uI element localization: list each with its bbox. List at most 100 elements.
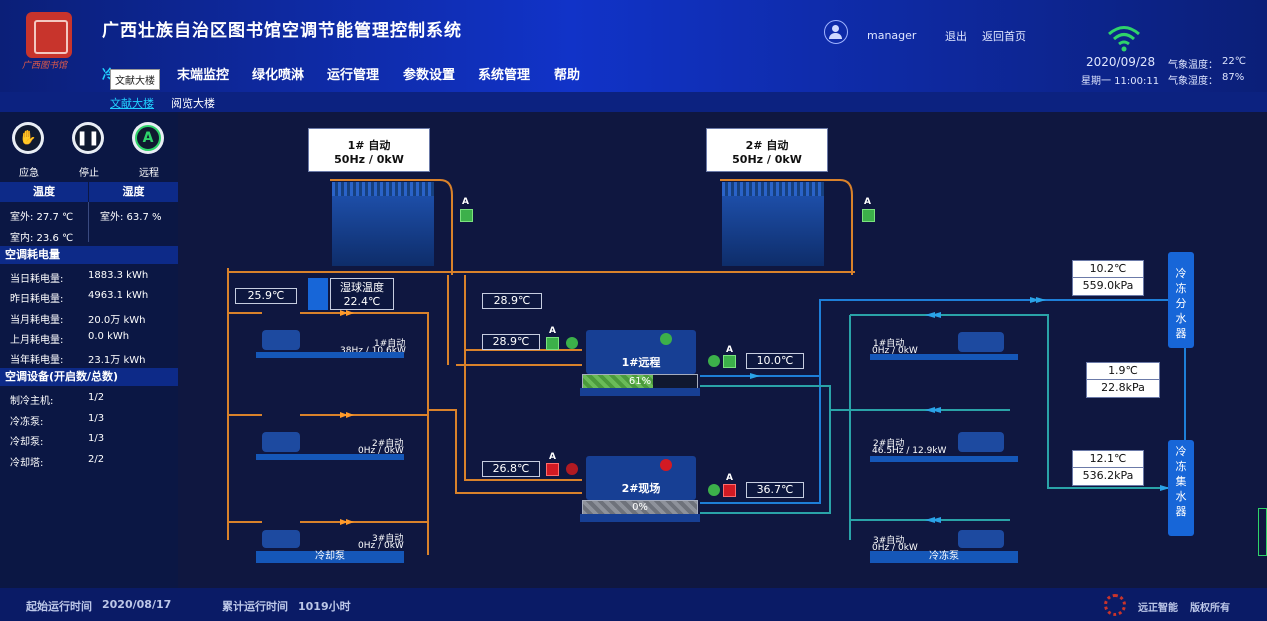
chiller2-label: 2#现场 <box>621 482 661 495</box>
energy-value: 1883.3 kWh <box>88 270 149 281</box>
chilled-pump-2-base <box>870 456 1018 462</box>
chiller1[interactable]: 1#远程 <box>586 330 696 374</box>
hum-header: 湿度 <box>89 182 178 202</box>
stop-button[interactable]: ❚❚ <box>72 122 104 154</box>
tower2-valve-indicator[interactable] <box>862 209 875 222</box>
thermometer-icon <box>308 278 328 310</box>
return-header[interactable]: 冷 冻 集 水 器 <box>1168 440 1194 536</box>
chiller2-out-temp: 36.7℃ <box>746 482 804 498</box>
nav-tab-terminal[interactable]: 末端监控 <box>177 68 230 83</box>
diff-temp: 1.9℃ <box>1087 363 1159 380</box>
chiller1-out-auto-label: A <box>726 345 733 355</box>
chiller1-out-valve[interactable] <box>723 355 736 368</box>
chilled-pump-2-freq: 46.5Hz / 12.9kW <box>872 446 947 456</box>
library-logo <box>26 12 72 58</box>
tower2-status-box: 2# 自动 50Hz / 0kW <box>706 128 828 172</box>
chilled-pump-1[interactable] <box>958 332 1004 352</box>
cooling-pump-3[interactable] <box>262 530 300 548</box>
cooling-pump-1-mode: 1#自动 <box>374 339 406 349</box>
chiller2-out-auto-label: A <box>726 473 733 483</box>
remote-button[interactable]: A <box>132 122 164 154</box>
return-header-char: 器 <box>1175 505 1187 518</box>
supply-header-char: 分 <box>1175 297 1187 310</box>
tower2-freq: 50Hz / 0kW <box>732 153 802 166</box>
home-link[interactable]: 返回首页 <box>982 30 1026 43</box>
equip-label: 冷却泵: <box>10 437 44 448</box>
hand-icon: ✋ <box>15 125 41 151</box>
equip-value: 1/3 <box>88 433 105 444</box>
tower2-auto-label: A <box>864 197 871 207</box>
cooling-in-temp: 25.9℃ <box>235 288 297 304</box>
energy-title: 空调耗电量 <box>0 246 178 264</box>
chiller2-in-temp: 26.8℃ <box>482 461 540 477</box>
nav-tab-sprinkler[interactable]: 绿化喷淋 <box>252 68 305 83</box>
tower1-valve-indicator[interactable] <box>460 209 473 222</box>
weather-hum-label: 气象湿度： <box>1168 76 1218 87</box>
energy-label: 当日耗电量: <box>10 274 64 285</box>
chilled-pump-1-base <box>870 354 1018 360</box>
energy-value: 0.0 kWh <box>88 331 130 342</box>
sub-tab-reading[interactable]: 阅览大楼 <box>171 97 215 110</box>
energy-value: 20.0万 kWh <box>88 315 146 326</box>
nav-tab-operation[interactable]: 运行管理 <box>327 68 380 83</box>
supply-header[interactable]: 冷 冻 分 水 器 <box>1168 252 1194 348</box>
wet-bulb-value: 22.4℃ <box>343 295 381 308</box>
tower2[interactable] <box>722 196 824 266</box>
nav-tab-help[interactable]: 帮助 <box>554 68 581 83</box>
cooling-pump-group-label: 冷却泵 <box>256 551 404 563</box>
chiller2[interactable]: 2#现场 <box>586 456 696 500</box>
energy-label: 当年耗电量: <box>10 355 64 366</box>
chiller1-in-valve[interactable] <box>546 337 559 350</box>
return-header-char: 水 <box>1175 490 1187 503</box>
sub-tab-literature[interactable]: 文献大楼 <box>110 97 154 110</box>
logo-caption: 广西图书馆 <box>22 61 68 71</box>
copyright: 版权所有 <box>1190 603 1230 614</box>
header-bar <box>0 0 1267 92</box>
return-temp: 12.1℃ <box>1073 451 1143 468</box>
tower1[interactable] <box>332 196 434 266</box>
tower2-mode: 2# 自动 <box>745 139 789 152</box>
start-time-value: 2020/08/17 <box>102 598 172 611</box>
chiller2-load: 0% <box>632 502 648 513</box>
tower1-fan <box>332 182 434 196</box>
equip-label: 冷冻泵: <box>10 417 44 428</box>
nav-tab-params[interactable]: 参数设置 <box>403 68 456 83</box>
chilled-pump-2[interactable] <box>958 432 1004 452</box>
supply-press: 559.0kPa <box>1082 279 1134 292</box>
equip-value: 1/2 <box>88 392 105 403</box>
chiller2-out-status <box>708 484 720 496</box>
cooling-pump-2-base <box>256 454 404 460</box>
energy-value: 23.1万 kWh <box>88 355 146 366</box>
tower1-auto-label: A <box>462 197 469 207</box>
scroll-indicator[interactable] <box>1258 508 1267 556</box>
weather-temp: 22℃ <box>1222 56 1246 67</box>
equip-label: 冷却塔: <box>10 458 44 469</box>
total-time-label: 累计运行时间 <box>222 600 288 613</box>
cooling-pump-2[interactable] <box>262 432 300 452</box>
nav-tab-system[interactable]: 系统管理 <box>478 68 531 83</box>
chilled-pump-3[interactable] <box>958 530 1004 548</box>
chiller1-load-bar: 61% <box>582 374 698 390</box>
tower1-status-box: 1# 自动 50Hz / 0kW <box>308 128 430 172</box>
chiller2-out-valve[interactable] <box>723 484 736 497</box>
emergency-button[interactable]: ✋ <box>12 122 44 154</box>
return-box: 12.1℃ 536.2kPa <box>1072 450 1144 486</box>
chilled-pump-2-mode: 2#自动 <box>873 439 905 449</box>
cooling-pump-1[interactable] <box>262 330 300 350</box>
cooling-pump-3-mode: 3#自动 <box>372 534 404 544</box>
return-header-char: 冷 <box>1175 445 1187 458</box>
logout-link[interactable]: 退出 <box>945 30 967 43</box>
time-text: 星期一 11:00:11 <box>1081 76 1160 87</box>
diff-press: 22.8kPa <box>1101 381 1145 394</box>
chiller1-in-temp: 28.9℃ <box>482 334 540 350</box>
username: manager <box>867 29 917 42</box>
chiller1-out-status <box>708 355 720 367</box>
indoor-temp: 室内: 23.6 ℃ <box>10 233 74 244</box>
cooling-pump-2-mode: 2#自动 <box>372 439 404 449</box>
outdoor-temp: 室外: 27.7 ℃ <box>10 212 74 223</box>
remote-label: 远程 <box>139 168 159 179</box>
chiller2-in-valve[interactable] <box>546 463 559 476</box>
remote-a-icon: A <box>135 125 161 151</box>
diff-box: 1.9℃ 22.8kPa <box>1086 362 1160 398</box>
